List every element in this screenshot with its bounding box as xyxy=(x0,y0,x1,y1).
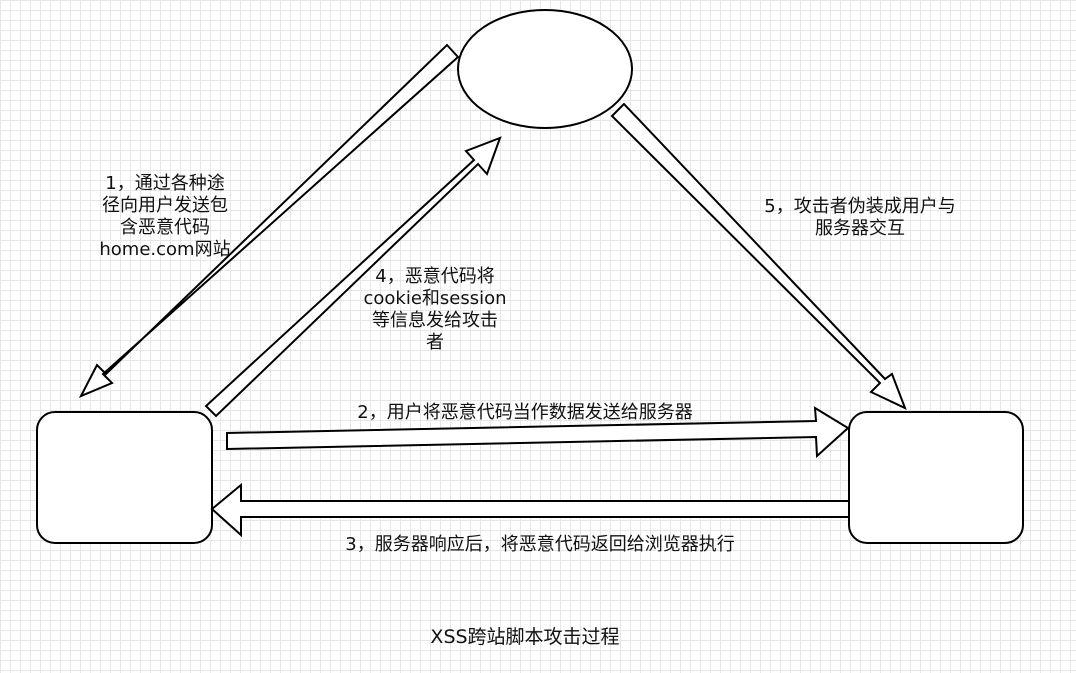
arrow-step3 xyxy=(210,482,850,538)
arrow-step4 xyxy=(204,136,502,418)
step3-label: 3，服务器响应后，将恶意代码返回给浏览器执行 xyxy=(345,534,735,555)
arrow-step2 xyxy=(226,406,850,459)
step2-label: 2，用户将恶意代码当作数据发送给服务器 xyxy=(357,402,693,423)
step1-label: 1，通过各种途 径向用户发送包 含恶意代码 home.com网站 xyxy=(99,173,231,260)
server-node[interactable] xyxy=(848,411,1024,544)
step4-label: 4，恶意代码将 cookie和session 等信息发给攻击 者 xyxy=(363,266,507,353)
attacker-node[interactable] xyxy=(457,9,633,129)
browser-node[interactable] xyxy=(36,411,213,544)
step5-label: 5，攻击者伪装成用户与 服务器交互 xyxy=(764,196,956,239)
arrow-step5 xyxy=(610,102,907,410)
arrow-step1 xyxy=(78,43,460,398)
diagram-title: XSS跨站脚本攻击过程 xyxy=(430,626,620,648)
